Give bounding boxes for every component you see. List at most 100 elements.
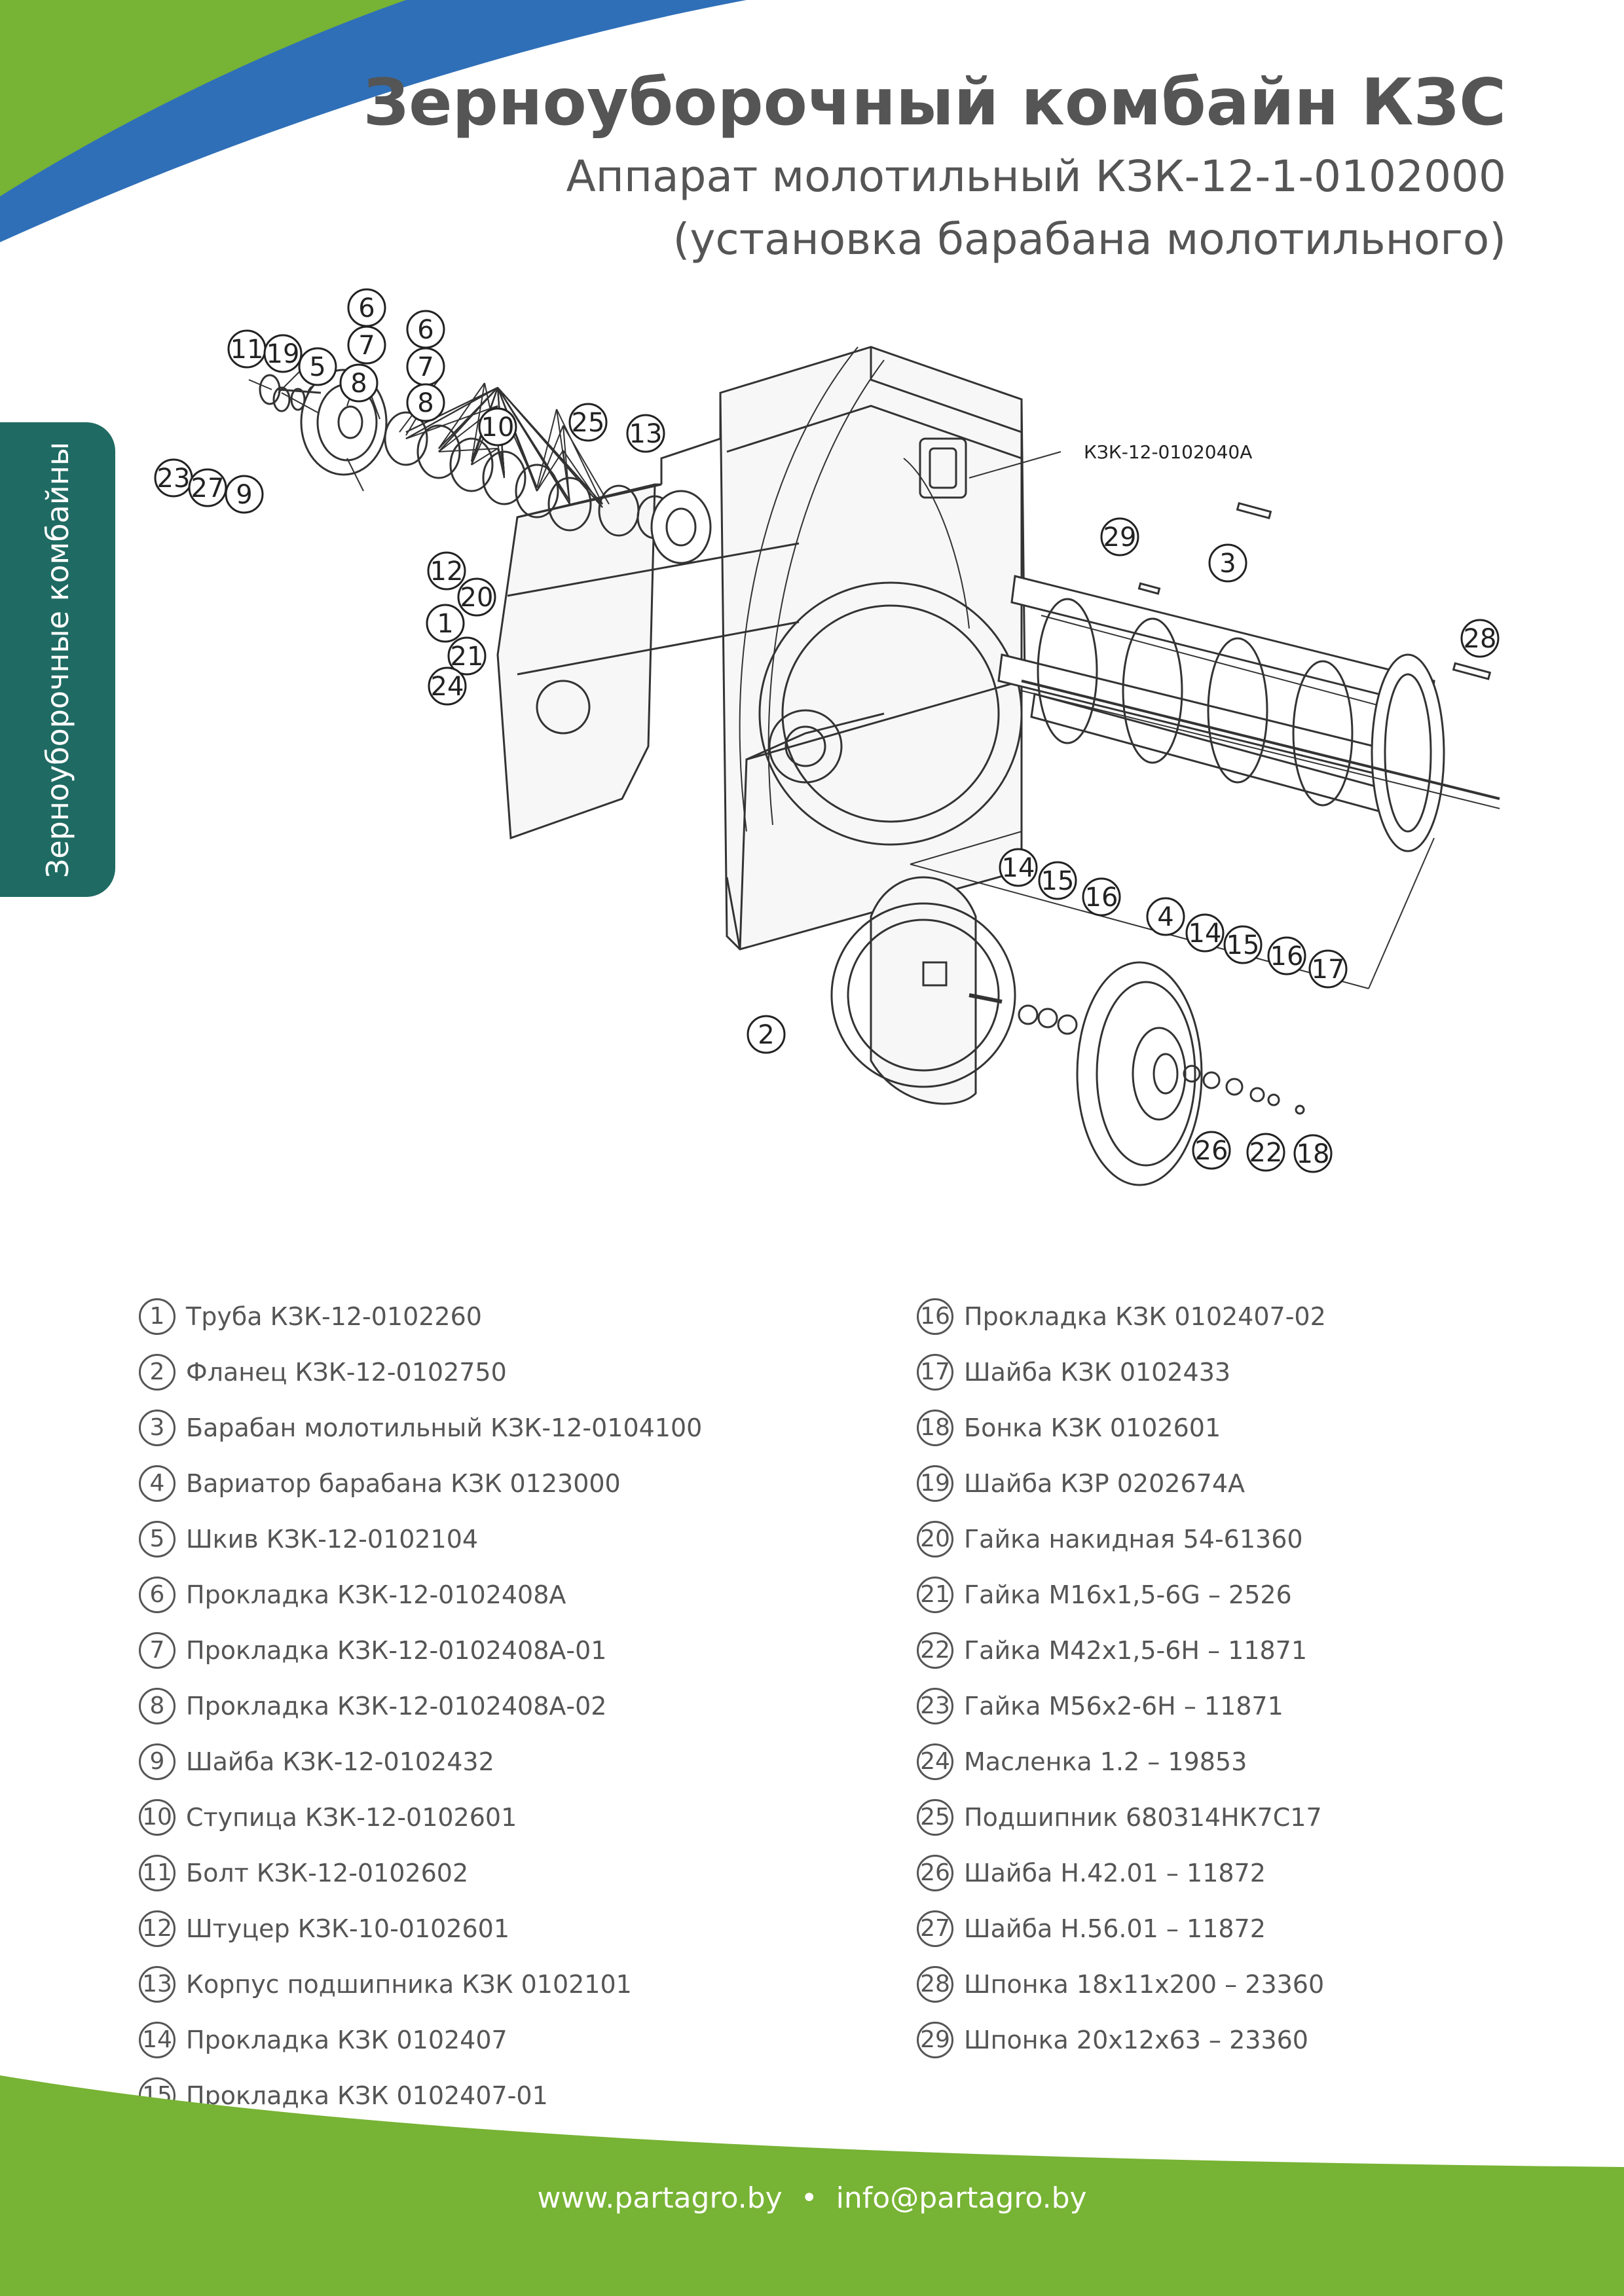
website-link[interactable]: www.partagro.by [537,2181,783,2215]
callout-circle [298,347,337,386]
legend-number: 17 [917,1353,953,1391]
green-swoosh [0,0,406,196]
callout-number: 16 [1270,941,1304,972]
exploded-assembly-drawing: КЗК-12-0102040А 123456677889101112131414… [154,288,1500,1186]
callout-number: 6 [417,315,434,345]
callout-circle [339,363,378,403]
green-band-shape [0,2075,1624,2296]
page-subtitle: Аппарат молотильный КЗК-12-1-0102000 (ус… [566,145,1506,271]
legend-number: 2 [139,1353,175,1391]
legend-item: 5 Шкив КЗК-12-0102104 [139,1511,702,1567]
callout-number: 13 [629,419,663,449]
side-tab-label: Зерноуборочные комбайны [40,441,75,878]
legend-number: 9 [139,1743,175,1780]
callout-circle [1223,925,1263,964]
callout-number: 25 [572,408,605,438]
legend-item: 2 Фланец КЗК-12-0102750 [139,1344,702,1400]
legend-text: Фланец КЗК-12-0102750 [186,1357,507,1387]
callout-circle [1185,913,1225,953]
legend-number: 11 [139,1854,175,1891]
legend-text: Шкив КЗК-12-0102104 [186,1524,479,1554]
callout-number: 8 [417,388,434,418]
callout-number: 16 [1085,883,1118,913]
callout-circle [1293,1134,1333,1173]
legend-number: 28 [917,1965,953,2003]
callout-number: 15 [1227,930,1260,960]
callout-circle [1100,517,1139,556]
callout-circle [447,636,487,676]
line-art [259,346,1500,1186]
housing-frame [496,346,1061,951]
legend-text: Штуцер КЗК-10-0102601 [186,1914,510,1943]
callout-number: 23 [157,464,191,494]
callout-number: 20 [460,583,494,613]
legend-text: Шайба КЗК 0102433 [964,1357,1231,1387]
callout-number: 14 [1002,853,1035,883]
legend-text: Барабан молотильный КЗК-12-0104100 [186,1413,703,1442]
legend-text: Шайба Н.56.01 – 11872 [964,1914,1266,1943]
callout-circle [347,325,386,365]
legend-number: 3 [139,1409,175,1446]
page-title: Зерноуборочный комбайн КЗС [363,65,1506,140]
legend-number: 12 [139,1910,175,1947]
legend-text: Корпус подшипника КЗК 0102101 [186,1969,632,1999]
email-link[interactable]: info@partagro.by [836,2181,1087,2215]
legend-text: Подшипник 680314НК7С17 [964,1802,1322,1832]
callout-number: 27 [191,473,225,503]
legend-text: Масленка 1.2 – 19853 [964,1747,1247,1776]
callout-number: 5 [309,352,325,382]
legend-text: Прокладка КЗК-12-0102408А-02 [186,1691,607,1721]
legend-text: Прокладка КЗК 0102407-01 [186,2081,548,2110]
callout-number: 28 [1464,624,1497,654]
callout-number: 8 [350,369,367,399]
callout-number: 22 [1249,1138,1283,1168]
legend-number: 18 [917,1409,953,1446]
callout-circle [457,577,496,617]
variator [1018,961,1305,1186]
bottom-green-band [0,2075,1624,2296]
subtitle-line-1: Аппарат молотильный КЗК-12-1-0102000 [566,151,1506,202]
callout-circle [406,383,445,422]
legend-number: 22 [917,1631,953,1669]
legend-number: 16 [917,1298,953,1335]
legend-text: Труба КЗК-12-0102260 [186,1302,482,1331]
legend-number: 5 [139,1520,175,1558]
legend-right-column: 16 Прокладка КЗК 0102407-02 17 Шайба КЗК 0… [917,1288,1326,2068]
callout-circle [428,666,467,706]
legend-text: Прокладка КЗК 0102407 [186,2025,507,2054]
flange-plate [830,876,1016,1105]
callout-circle [1246,1133,1285,1172]
legend-item: 12 Штуцер КЗК-10-0102601 [139,1901,702,1956]
callout-circle [263,334,303,373]
legend-number: 6 [139,1576,175,1613]
callout-number: 11 [231,335,264,365]
legend-number: 4 [139,1465,175,1502]
callout-circle [1308,949,1348,989]
legend-number: 7 [139,1631,175,1669]
legend-text: Шайба КЗК-12-0102432 [186,1747,494,1776]
callout-number: 4 [1157,902,1173,932]
threshing-drum [910,501,1500,989]
drawing-reference-label: КЗК-12-0102040А [1084,441,1252,463]
callout-circle [1146,897,1185,936]
callout-circle [188,468,227,507]
callout-circle [1208,543,1247,583]
callout-circle [426,604,465,643]
callout-circle [427,551,466,591]
callout-number: 24 [431,672,464,702]
legend-number: 21 [917,1576,953,1613]
callout-circle [1038,861,1077,900]
callout-number: 7 [417,352,434,382]
callout-number: 26 [1195,1136,1228,1166]
legend-text: Прокладка КЗК 0102407-02 [964,1302,1326,1331]
